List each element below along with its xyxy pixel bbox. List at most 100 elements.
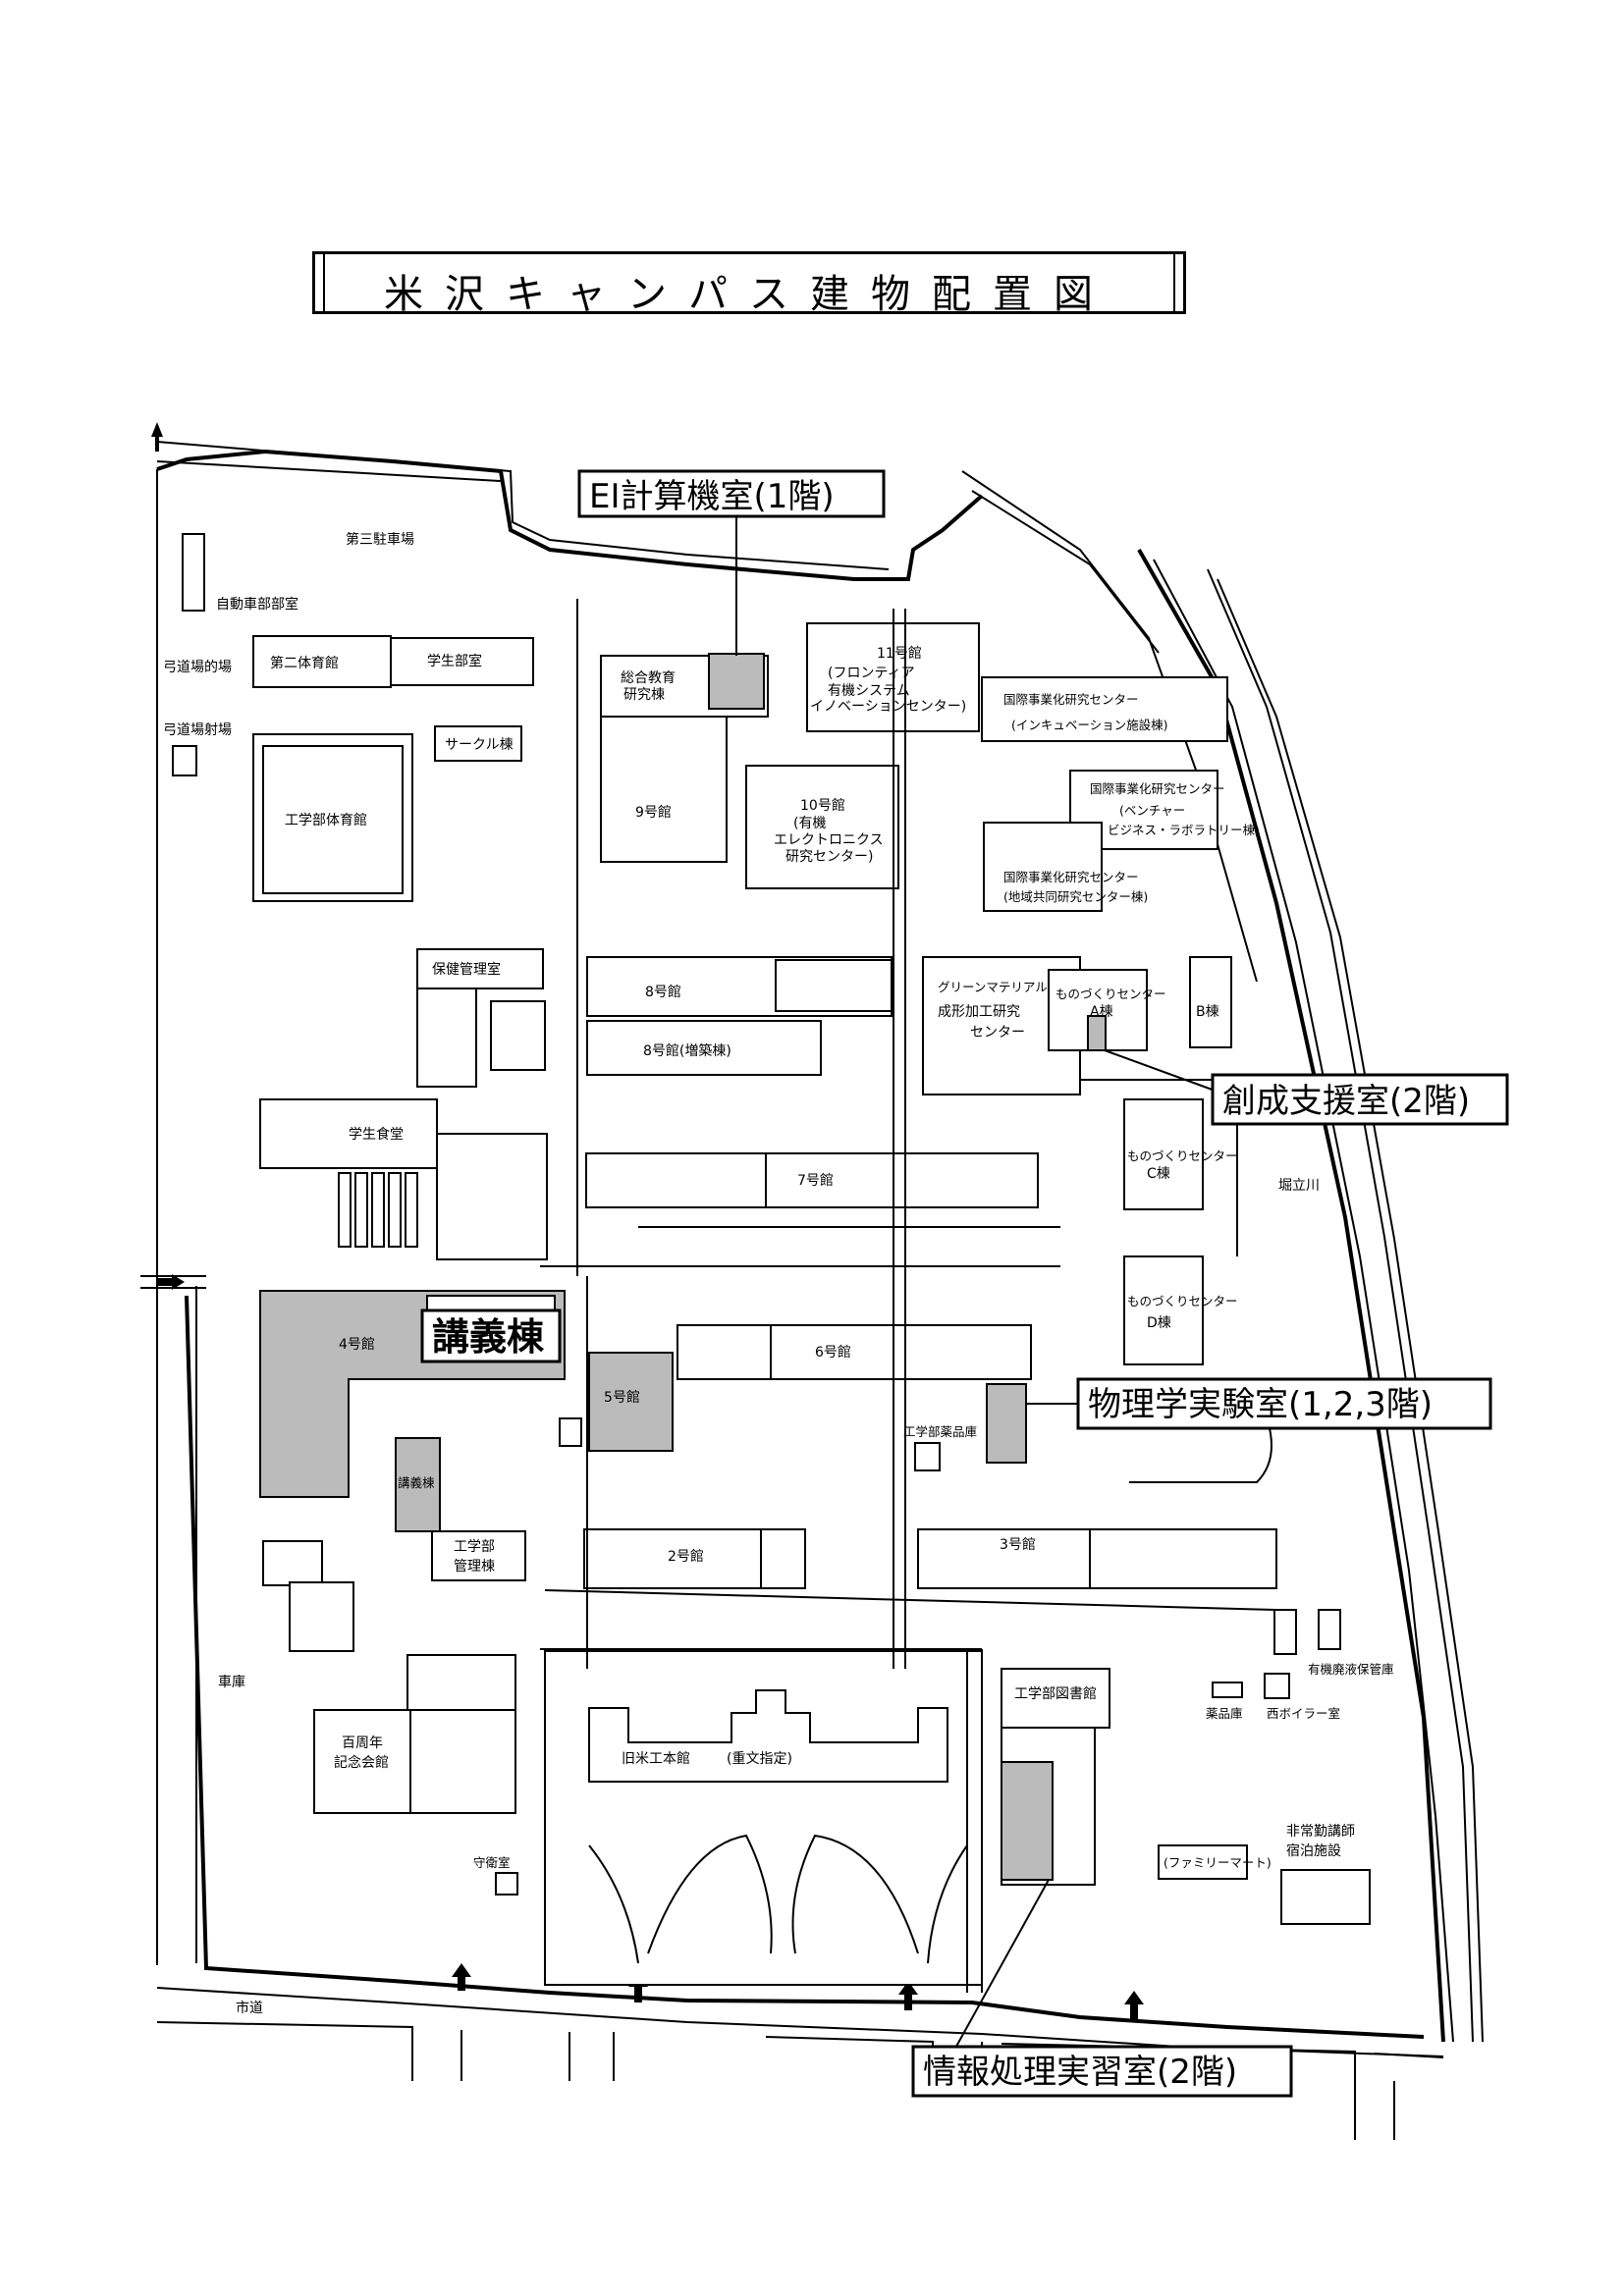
b11-label-4: イノベーションセンター)	[810, 699, 966, 715]
library-label: 工学部図書館	[1014, 1685, 1097, 1702]
garage-upper-building	[262, 1540, 323, 1586]
green-material-label-3: センター	[970, 1025, 1025, 1041]
callout-ei-lab-text: EI計算機室(1階)	[589, 477, 835, 516]
centennial-annex	[406, 1654, 516, 1711]
health-annex-2	[490, 1000, 546, 1071]
gym-inner	[262, 745, 404, 894]
lodging-label-2: 宿泊施設	[1286, 1842, 1341, 1859]
bottom-left-area: 車庫 百周年 記念会館 守衛室	[218, 1540, 518, 1896]
b5-side-building	[559, 1417, 582, 1447]
b10-label-2: (有機	[793, 816, 826, 831]
b8-label: 8号館	[645, 984, 681, 1000]
gym2-label: 第二体育館	[270, 655, 339, 671]
callout-physics-text: 物理学実験室(1,2,3階)	[1088, 1385, 1433, 1424]
b10-label-1: 10号館	[800, 797, 845, 814]
archery-dojo-label: 弓道場的場	[163, 660, 232, 675]
b7-label: 7号館	[797, 1172, 834, 1189]
archery-range-label: 弓道場射場	[163, 722, 232, 738]
building-8-area: 8号館 8号館(増築棟) グリーンマテリアル 成形加工研究 センター ものづくり…	[586, 956, 1232, 1095]
familymart-building	[1158, 1844, 1248, 1880]
physics-lab-room	[986, 1383, 1027, 1464]
callout-kogi: 講義棟	[420, 1308, 562, 1363]
intl-incubation-building	[981, 676, 1228, 742]
green-material-label-2: 成形加工研究	[938, 1004, 1020, 1020]
chem-room-label: 薬品庫	[1206, 1706, 1243, 1721]
b2-label: 2号館	[668, 1548, 704, 1565]
b5-building	[588, 1352, 674, 1452]
health-building	[416, 948, 544, 989]
cafeteria-stair-3	[371, 1172, 385, 1248]
admin-building	[431, 1530, 526, 1581]
mono-b-label: B棟	[1196, 1004, 1219, 1020]
cultural-label: (重文指定)	[727, 1751, 792, 1767]
centennial-building	[313, 1709, 516, 1814]
city-road-label: 市道	[236, 2000, 263, 2016]
health-annex	[416, 988, 477, 1088]
chem-room-building	[1212, 1682, 1243, 1698]
building-2-3-area: 2号館 3号館 有機廃液保管庫 薬品庫 西ボイラー室	[583, 1528, 1394, 1721]
b11-label-3: 有機システム	[828, 683, 910, 699]
circle-building	[434, 725, 522, 762]
gym2-building	[252, 635, 392, 688]
health-label: 保健管理室	[432, 961, 501, 978]
entrance-arrow-3-icon	[898, 1981, 918, 2010]
intl-incubation-label-1: 国際事業化研究センター	[1003, 692, 1139, 707]
ei-lab-room	[708, 653, 765, 710]
west-boiler-building	[1264, 1673, 1290, 1699]
parking3-label: 第三駐車場	[346, 531, 414, 548]
entrance-arrow-6-icon	[151, 422, 163, 452]
b4-label: 4号館	[339, 1336, 375, 1353]
old-hall-label: 旧米工本館	[622, 1750, 690, 1767]
map-title: 米沢キャンパス建物配置図	[384, 272, 1114, 317]
b8-wing	[775, 959, 893, 1012]
b6-building	[677, 1324, 1032, 1380]
mono-a-label-1: ものづくりセンター	[1056, 987, 1166, 1001]
old-hall-building	[588, 1689, 948, 1783]
cafeteria-stair-4	[388, 1172, 402, 1248]
sogo-label-2: 研究棟	[623, 687, 665, 703]
auto-club-label: 自動車部部室	[216, 596, 298, 613]
internal-roads	[540, 599, 1277, 1993]
mono-c-label-2: C棟	[1147, 1166, 1170, 1182]
callout-sosei: 創成支援室(2階)	[1211, 1073, 1509, 1126]
callout-info: 情報処理実習室(2階)	[911, 2045, 1293, 2098]
callout-physics: 物理学実験室(1,2,3階)	[1076, 1377, 1492, 1430]
b8-annex-building	[586, 1020, 822, 1076]
b9-building	[600, 716, 728, 863]
b11-label-1: 11号館	[877, 645, 922, 662]
b10-label-4: 研究センター)	[785, 849, 873, 865]
callout-info-text: 情報処理実習室(2階)	[923, 2053, 1237, 2092]
archery-range-building	[172, 745, 197, 776]
green-material-label-1: グリーンマテリアル	[938, 980, 1048, 994]
cafeteria-stair-2	[354, 1172, 368, 1248]
student-club-building	[390, 637, 534, 686]
intl-venture-label-1: 国際事業化研究センター	[1090, 781, 1225, 796]
b2-building	[583, 1528, 806, 1589]
library-area: 工学部図書館 (ファミリーマート) 非常勤講師 宿泊施設	[1001, 1668, 1371, 1925]
organic-waste-building-2	[1318, 1609, 1341, 1650]
organic-waste-label: 有機廃液保管庫	[1308, 1662, 1394, 1677]
callout-sosei-text: 創成支援室(2階)	[1222, 1082, 1470, 1121]
intl-regional-label-1: 国際事業化研究センター	[1003, 870, 1139, 884]
circle-label: サークル棟	[445, 737, 514, 753]
b10-label-3: エレクトロニクス	[774, 832, 884, 848]
cafeteria-stair-5	[405, 1172, 418, 1248]
organic-waste-building	[1273, 1609, 1297, 1655]
centennial-label-2: 記念会館	[334, 1754, 389, 1771]
kogi-small-building	[395, 1437, 441, 1532]
b4-top-strip	[426, 1295, 556, 1311]
intl-venture-label-2: (ベンチャー	[1119, 803, 1185, 818]
intl-incubation-label-2: (インキュベーション施設棟)	[1011, 718, 1168, 732]
mono-d-label-2: D棟	[1147, 1315, 1171, 1331]
callout-ei-lab: EI計算機室(1階)	[577, 469, 886, 518]
admin-label-2: 管理棟	[454, 1559, 495, 1575]
mono-d-label-1: ものづくりセンター	[1127, 1294, 1238, 1308]
library-building	[1001, 1668, 1110, 1729]
auto-club-building	[182, 533, 205, 612]
guard-label: 守衛室	[473, 1855, 511, 1870]
familymart-label: (ファミリーマート)	[1164, 1855, 1272, 1870]
b6-label: 6号館	[815, 1344, 851, 1361]
guard-building	[495, 1872, 518, 1896]
map-title-box: 米沢キャンパス建物配置図	[312, 251, 1186, 317]
